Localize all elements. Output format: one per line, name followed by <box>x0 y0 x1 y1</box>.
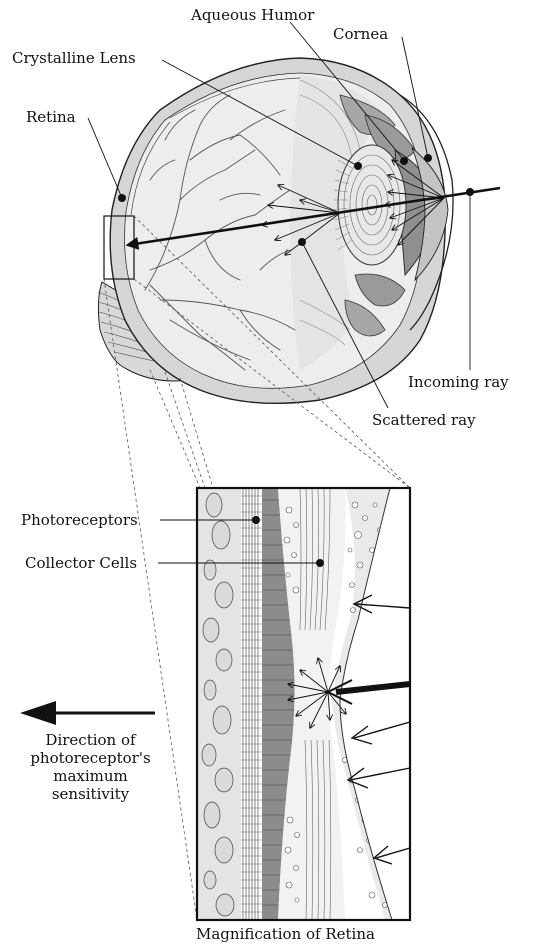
incoming-ray-label: Incoming ray <box>408 373 509 391</box>
eyeball <box>98 58 453 403</box>
magnification-caption: Magnification of Retina <box>196 925 375 943</box>
direction-caption: Direction of photoreceptor's maximum sen… <box>18 731 163 803</box>
crystalline-lens-label: Crystalline Lens <box>12 49 136 67</box>
aqueous-humor-label: Aqueous Humor <box>191 6 314 24</box>
scattered-ray-label: Scattered ray <box>372 411 476 429</box>
direction-line-1: Direction of <box>18 731 163 749</box>
sensitivity-direction-arrow <box>20 701 155 725</box>
collector-cells-label: Collector Cells <box>25 554 137 572</box>
retina-label: Retina <box>26 108 76 126</box>
direction-line-3: maximum <box>18 767 163 785</box>
direction-line-2: photoreceptor's <box>18 749 163 767</box>
photoreceptors-label: Photoreceptors <box>21 511 138 529</box>
magnified-retina <box>158 488 410 920</box>
cornea-label: Cornea <box>333 25 388 43</box>
direction-line-4: sensitivity <box>18 785 163 803</box>
